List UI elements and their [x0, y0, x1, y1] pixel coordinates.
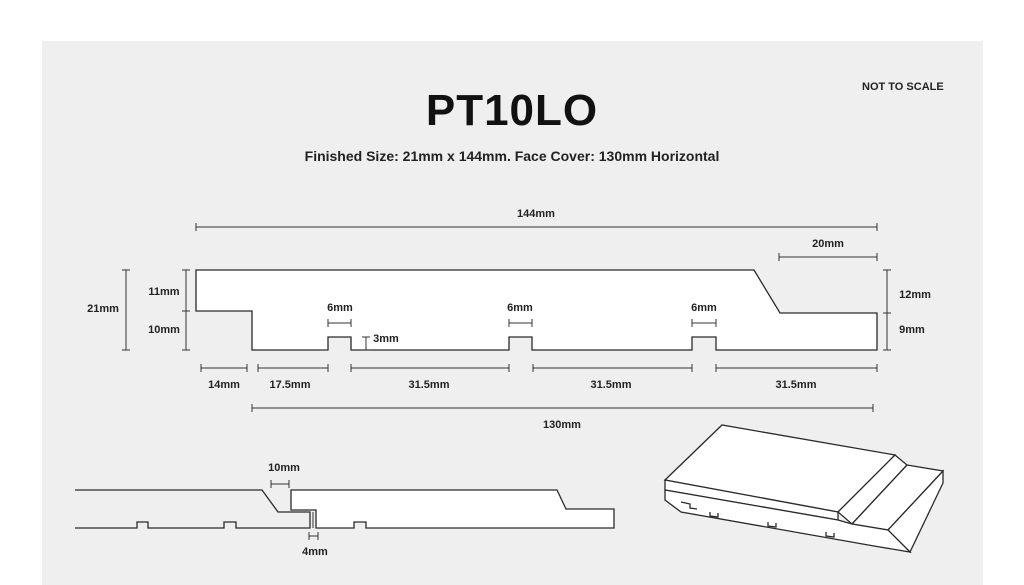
- dim-total-thickness: 21mm: [87, 269, 130, 351]
- joint-left-board: [75, 489, 311, 529]
- label-total-thickness: 21mm: [87, 303, 119, 315]
- label-joint-depth: 4mm: [302, 546, 328, 558]
- page-subtitle: Finished Size: 21mm x 144mm. Face Cover:…: [304, 148, 720, 164]
- label-right-upper: 12mm: [899, 289, 931, 301]
- label-groove-2: 6mm: [507, 302, 533, 314]
- label-face-cover: 130mm: [543, 419, 581, 431]
- label-seg-5: 31.5mm: [776, 379, 817, 391]
- scale-note: NOT TO SCALE: [862, 81, 944, 93]
- dim-segment-chain: 14mm 17.5mm 31.5mm 31.5mm 31.5mm: [200, 364, 878, 391]
- isometric-view: [663, 424, 945, 554]
- main-profile: [195, 269, 878, 351]
- joint-detail: 10mm 4mm: [75, 462, 615, 558]
- label-groove-1: 6mm: [327, 302, 353, 314]
- label-bevel-width: 20mm: [812, 238, 844, 250]
- label-seg-2: 17.5mm: [270, 379, 311, 391]
- dim-groove-2: 6mm: [507, 302, 533, 327]
- dim-bevel-width: 20mm: [778, 238, 878, 261]
- label-overall-width: 144mm: [517, 208, 555, 220]
- label-seg-4: 31.5mm: [591, 379, 632, 391]
- dim-groove-1: 6mm: [327, 302, 353, 327]
- label-right-lower: 9mm: [899, 324, 925, 336]
- label-seg-3: 31.5mm: [409, 379, 450, 391]
- dim-right-thickness: 12mm 9mm: [883, 269, 931, 351]
- joint-right-board: [290, 489, 615, 529]
- dim-groove-depth: 3mm: [362, 333, 399, 351]
- label-left-lower: 10mm: [148, 324, 180, 336]
- label-left-upper: 11mm: [148, 286, 179, 298]
- dim-overall-width: 144mm: [195, 208, 878, 231]
- label-seg-1: 14mm: [208, 379, 240, 391]
- dim-groove-3: 6mm: [691, 302, 717, 327]
- dim-face-cover: 130mm: [251, 404, 874, 431]
- label-groove-3: 6mm: [691, 302, 717, 314]
- label-joint-gap: 10mm: [268, 462, 300, 474]
- dim-left-thickness: 11mm 10mm: [148, 269, 190, 351]
- page-title: PT10LO: [425, 86, 599, 135]
- label-groove-depth: 3mm: [373, 333, 399, 345]
